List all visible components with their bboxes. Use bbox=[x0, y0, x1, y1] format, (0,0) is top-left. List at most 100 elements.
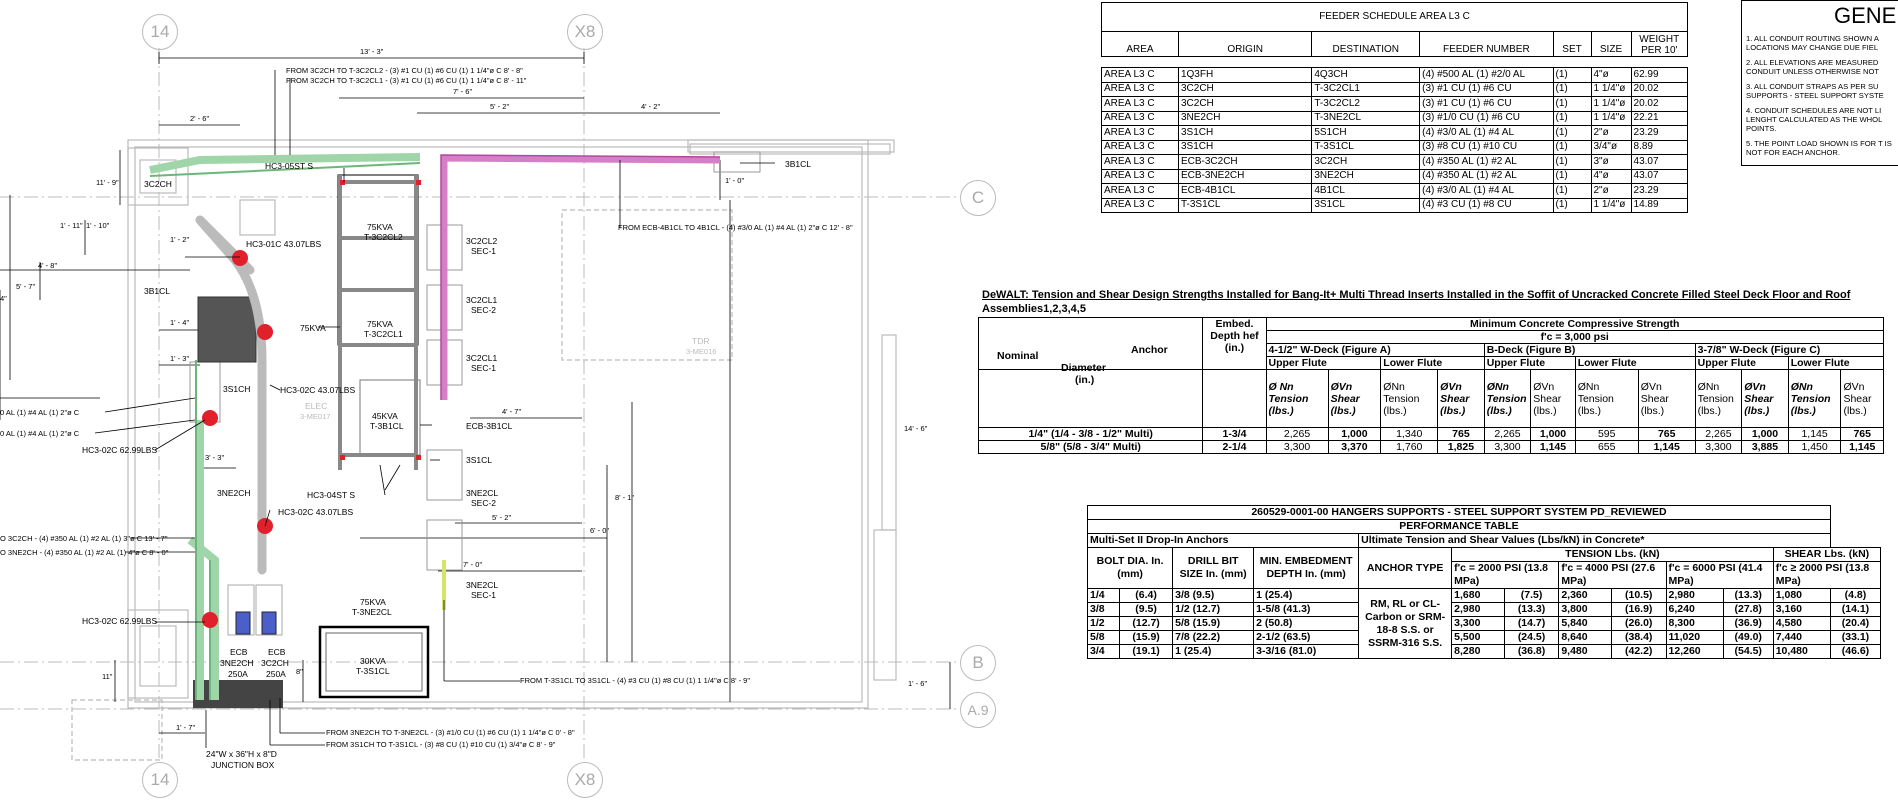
hanger-cell: 5/8 bbox=[1086, 630, 1121, 645]
hanger-label: HC3-02C 62.99LBS bbox=[82, 616, 158, 626]
strength-cell: 2,265 bbox=[1483, 427, 1532, 441]
ecb-label: ECB bbox=[230, 647, 248, 657]
ecb-label: ECB bbox=[268, 647, 286, 657]
feeder-cell: (4) #3/0 AL (1) #4 AL bbox=[1419, 183, 1554, 199]
hanger-cell: (54.5) bbox=[1722, 644, 1774, 659]
fcge2000-header: f'c ≥ 2000 PSI (13.8 MPa) bbox=[1772, 561, 1882, 589]
equipment-label: SEC-1 bbox=[471, 246, 497, 256]
hanger-row: 5/8(15.9)7/8 (22.2)2-1/2 (63.5)5,500(24.… bbox=[1086, 630, 1882, 645]
tension-header: TENSION Lbs. (kN) bbox=[1451, 547, 1774, 562]
embed-depth-header: MIN. EMBEDMENT DEPTH In. (mm) bbox=[1253, 547, 1360, 589]
transformer-kva: 30KVA bbox=[360, 656, 386, 666]
hanger-cell: 5,500 bbox=[1451, 630, 1505, 645]
diameter-label: Diameter bbox=[1061, 362, 1106, 374]
grey-conduits bbox=[195, 215, 267, 575]
embed-depth-header: Embed. Depth hef (in.) bbox=[1202, 317, 1267, 370]
feeder-cell: AREA L3 C bbox=[1101, 67, 1179, 83]
hanger-cell: 6,240 bbox=[1665, 602, 1724, 617]
feeder-cell: 20.02 bbox=[1630, 81, 1689, 97]
transformer-label: T-3C2CL1 bbox=[364, 329, 403, 339]
hanger-cell: (24.5) bbox=[1503, 630, 1560, 645]
feeder-schedule-title: FEEDER SCHEDULE AREA L3 C bbox=[1101, 2, 1688, 32]
hanger-cell: (36.9) bbox=[1722, 616, 1774, 631]
col-header: SET bbox=[1552, 31, 1592, 57]
hanger-label: HC3-04ST S bbox=[307, 490, 356, 500]
feeder-cell: 3C2CH bbox=[1311, 154, 1421, 170]
strength-cell: 1,000 bbox=[1741, 427, 1789, 441]
dim-text: 4' - 7" bbox=[502, 407, 522, 416]
dim-text: 1' - 11" bbox=[60, 221, 83, 230]
feeder-cell: 3S1CH bbox=[1177, 139, 1313, 155]
feeder-cell: (1) bbox=[1552, 139, 1592, 155]
col-tension: ØNn Tension (lbs.) bbox=[1694, 369, 1743, 428]
hanger-cell: (9.5) bbox=[1119, 602, 1174, 617]
feeder-cell: (4) #350 AL (1) #2 AL bbox=[1419, 154, 1554, 170]
dim-text: 13' - 3" bbox=[360, 47, 384, 56]
drop-in-anchors-header: Multi-Set II Drop-In Anchors bbox=[1086, 533, 1360, 548]
feeder-note: 0 AL (1) #4 AL (1) 2"ø C bbox=[0, 429, 80, 438]
feeder-cell: (4) #500 AL (1) #2/0 AL bbox=[1419, 67, 1554, 83]
hanger-cell: (14.7) bbox=[1503, 616, 1560, 631]
strength-cell: 1,145 bbox=[1787, 427, 1842, 441]
dim-text: 14' - 6" bbox=[904, 424, 928, 433]
hanger-cell: (36.8) bbox=[1503, 644, 1560, 659]
hanger-cell: 11,020 bbox=[1665, 630, 1724, 645]
hanger-cell: 8,280 bbox=[1451, 644, 1505, 659]
lower-flute-header: Lower Flute bbox=[1787, 356, 1885, 370]
anchor-size-cell: 1/4" (1/4 - 3/8 - 1/2" Multi) bbox=[977, 427, 1204, 441]
equipment-label: SEC-1 bbox=[471, 363, 497, 373]
hangers-rows: 1/4(6.4)3/8 (9.5)1 (25.4)RM, RL or CL-Ca… bbox=[1086, 588, 1882, 659]
feeder-cell: AREA L3 C bbox=[1101, 110, 1179, 126]
embed-cell: 2-1/4 bbox=[1202, 440, 1267, 454]
general-note: 2. ALL ELEVATIONS ARE MEASURED CONDUIT U… bbox=[1746, 58, 1880, 76]
equipment-label: 3C2CH bbox=[144, 179, 172, 189]
col-tension: ØNn Tension (lbs.) bbox=[1787, 369, 1842, 428]
equipment-label: 3NE2CL bbox=[466, 488, 499, 498]
strength-cell: 3,300 bbox=[1483, 440, 1532, 454]
feeder-cell: 3NE2CH bbox=[1311, 168, 1421, 184]
feeder-schedule-table: FEEDER SCHEDULE AREA L3 C AREA ORIGIN DE… bbox=[1101, 2, 1689, 213]
dim-text: 8' - 1" bbox=[615, 493, 635, 502]
feeder-cell: 22.21 bbox=[1630, 110, 1689, 126]
col-shear: ØVn Shear (lbs.) bbox=[1741, 369, 1789, 428]
dim-text: 6' - 0" bbox=[590, 526, 610, 535]
hanger-cell: 3,800 bbox=[1558, 602, 1612, 617]
feeder-cell: (4) #350 AL (1) #2 AL bbox=[1419, 168, 1554, 184]
hanger-cell: (13.3) bbox=[1722, 588, 1774, 603]
electrical-plan-drawing bbox=[0, 48, 960, 761]
hanger-row: 1/2(12.7)5/8 (15.9)2 (50.8)3,300(14.7)5,… bbox=[1086, 616, 1882, 631]
nominal-anchor-header: Nominal Anchor Diameter (in.) bbox=[977, 317, 1204, 386]
hanger-cell: 2-1/2 (63.5) bbox=[1253, 630, 1360, 645]
equipment-label: 3C2CL1 bbox=[466, 353, 498, 363]
feeder-cell: T-3S1CL bbox=[1311, 139, 1421, 155]
strut-racks bbox=[338, 175, 418, 470]
feeder-cell: 3"ø bbox=[1590, 154, 1632, 170]
col-header: FEEDER NUMBER bbox=[1419, 31, 1554, 57]
feeder-cell: AREA L3 C bbox=[1101, 96, 1179, 112]
dim-text: 1' - 2" bbox=[170, 235, 190, 244]
dewalt-table-title: DeWALT: Tension and Shear Design Strengt… bbox=[982, 289, 1851, 301]
inch-label: (in.) bbox=[1075, 374, 1095, 386]
dewalt-table-subtitle: Assemblies1,2,3,4,5 bbox=[982, 303, 1086, 315]
transformer-kva: 75KVA bbox=[360, 597, 386, 607]
grid-bubble-14-bottom: 14 bbox=[142, 762, 178, 798]
hanger-cell: 8,640 bbox=[1558, 630, 1612, 645]
feeder-cell: (1) bbox=[1552, 81, 1592, 97]
hanger-row: 3/8(9.5)1/2 (12.7)1-5/8 (41.3)2,980(13.3… bbox=[1086, 602, 1882, 617]
hanger-cell: (7.5) bbox=[1503, 588, 1560, 603]
ultimate-values-header: Ultimate Tension and Shear Values (Lbs/k… bbox=[1358, 533, 1831, 548]
upper-flute-header: Upper Flute bbox=[1483, 356, 1576, 370]
dim-text: 8" bbox=[296, 667, 303, 676]
feeder-cell: 1 1/4"ø bbox=[1590, 110, 1632, 126]
grid-bubble-b: B bbox=[960, 645, 996, 681]
col-shear: ØVn Shear (lbs.) bbox=[1327, 369, 1382, 428]
transformer-kva: 75KVA bbox=[367, 222, 393, 232]
feeder-cell: (1) bbox=[1552, 183, 1592, 199]
hanger-label: HC3-05ST S bbox=[265, 161, 314, 171]
feeder-cell: ECB-3C2CH bbox=[1177, 154, 1313, 170]
